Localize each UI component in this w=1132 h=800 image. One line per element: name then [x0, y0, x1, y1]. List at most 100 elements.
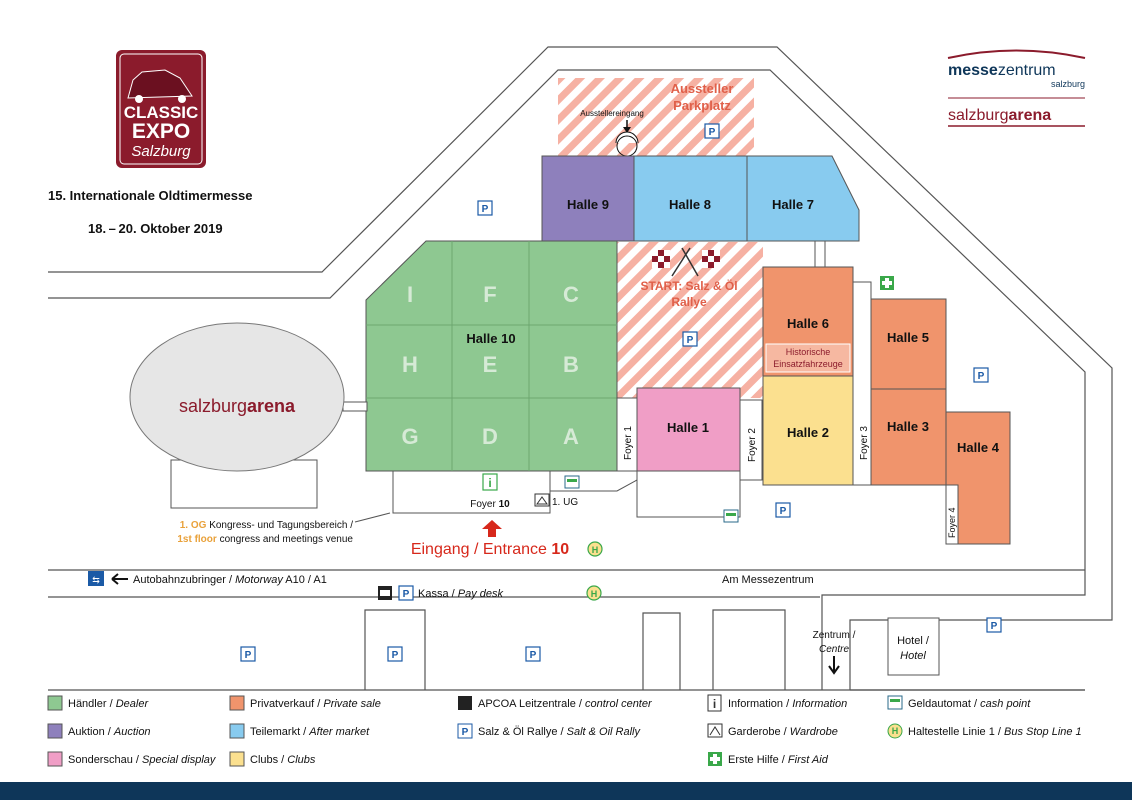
hall-1[interactable]: Halle 1: [636, 387, 741, 472]
kassa-en: Pay desk: [458, 588, 504, 600]
atm-icon: [567, 479, 577, 482]
legend-item-clubs: Clubs / Clubs: [229, 751, 316, 767]
logo-script: Salzburg: [131, 143, 191, 160]
congress-en: congress and meetings venue: [220, 534, 354, 545]
brand-messe-bold: messe: [948, 62, 998, 79]
svg-text:salzburgarena: salzburgarena: [179, 396, 296, 416]
entrance-number: 10: [551, 541, 569, 558]
hall-10[interactable]: I F C H E B G D A Halle 10: [365, 240, 618, 472]
atm-legend-icon: [887, 695, 903, 710]
arrow-left-icon: [111, 573, 128, 585]
arrow-down-icon: [623, 127, 631, 133]
rally-start-area: START: Salz & Öl Rallye: [617, 242, 763, 398]
entrance-10[interactable]: Eingang / Entrance 10 H: [411, 520, 603, 558]
exhibitor-entrance-label: Ausstellereingang: [580, 109, 644, 118]
section-b: B: [563, 352, 579, 377]
kassa-de: Kassa /: [418, 588, 456, 600]
svg-text:Kassa / Pay desk: Kassa / Pay desk: [418, 588, 503, 600]
hall-10-label: Halle 10: [466, 331, 515, 346]
entrance-en: Entrance: [483, 541, 547, 558]
apcoa-legend-icon: [458, 696, 472, 710]
legend-label: Clubs / Clubs: [250, 754, 316, 766]
legend-label: Information / Information: [728, 698, 847, 710]
hall-8-label: Halle 8: [669, 197, 711, 212]
hall-3[interactable]: Halle 3: [870, 388, 947, 486]
hall-6[interactable]: Halle 6 Historische Einsatzfahrzeuge: [762, 266, 854, 377]
legend-item-aftermarket: Teilemarkt / After market: [229, 723, 370, 739]
legend-item-atm: Geldautomat / cash point: [887, 695, 1031, 710]
hall-6-label: Halle 6: [787, 316, 829, 331]
foyer-3: Foyer 3: [852, 281, 872, 486]
classic-expo-logo: CLASSIC EXPO Salzburg: [116, 50, 206, 168]
svg-text:1st floor congress and meeting: 1st floor congress and meetings venue: [177, 534, 353, 545]
info-icon: i: [488, 476, 491, 490]
hall-6-sub-line1: Historische: [786, 347, 831, 357]
parking-icon: [387, 646, 403, 662]
zentrum-de: Zentrum /: [813, 630, 856, 641]
motorway-icon: ⇆: [92, 575, 100, 585]
section-g: G: [401, 424, 418, 449]
checkered-flags-icon: [652, 247, 720, 277]
section-f: F: [483, 282, 496, 307]
congress-de: Kongress- und Tagungsbereich /: [209, 520, 353, 531]
legend-swatch: [229, 751, 245, 767]
motorway-id: A10 / A1: [285, 574, 327, 586]
event-title: 15. Internationale Oldtimermesse: [48, 188, 252, 203]
hall-8[interactable]: Halle 8: [633, 155, 748, 242]
legend-label: Auktion / Auction: [68, 726, 151, 738]
svg-text:messezentrum: messezentrum: [948, 62, 1056, 79]
hotel-de: Hotel /: [897, 635, 930, 647]
legend-label: Erste Hilfe / First Aid: [728, 754, 829, 766]
legend-label: Privatverkauf / Private sale: [250, 698, 381, 710]
road-labels: ⇆ Autobahnzubringer / Motorway A10 / A1 …: [88, 571, 940, 676]
hall-5[interactable]: Halle 5: [870, 298, 947, 390]
logo-line1: CLASSIC: [124, 103, 199, 122]
parking-icon: [477, 200, 493, 216]
hall-4-label: Halle 4: [957, 440, 1000, 455]
congress-og: 1. OG: [180, 520, 207, 531]
entrance-arrow-icon: [482, 520, 502, 537]
hanger-icon: [709, 726, 721, 736]
bus-legend-icon: [887, 723, 903, 739]
ug-label: 1. UG: [552, 497, 578, 508]
legend-swatch: [229, 695, 245, 711]
rally-line2: Rallye: [671, 295, 707, 309]
congress-floor: 1st floor: [177, 534, 217, 545]
section-h: H: [402, 352, 418, 377]
motorway-de: Autobahnzubringer /: [133, 574, 233, 586]
salzburg-arena[interactable]: salzburgarena: [129, 322, 368, 509]
hall-6-sub-line2: Einsatzfahrzeuge: [773, 359, 843, 369]
messezentrum-brand: messezentrum salzburg salzburgarena: [947, 49, 1086, 127]
atm-slot: [890, 699, 900, 702]
hall-1-label: Halle 1: [667, 420, 709, 435]
legend-item-apcoa: APCOA Leitzentrale / control center: [458, 696, 653, 710]
parking-line2: Parkplatz: [673, 98, 731, 113]
section-i: I: [407, 282, 413, 307]
legend-label: Garderobe / Wardrobe: [728, 726, 838, 738]
brand-messe-light: zentrum: [998, 62, 1056, 79]
legend-label: Teilemarkt / After market: [250, 726, 370, 738]
brand-arena-light: salzburg: [948, 107, 1008, 124]
hall-9-label: Halle 9: [567, 197, 609, 212]
svg-text:Foyer 10: Foyer 10: [470, 499, 510, 510]
hall-7[interactable]: Halle 7: [746, 155, 860, 242]
atm-hall1-icon: [726, 513, 736, 516]
arrow-down-centre-icon: [828, 656, 840, 675]
hall-9[interactable]: Halle 9: [541, 155, 635, 242]
section-e: E: [483, 352, 498, 377]
legend-item-wardrobe: Garderobe / Wardrobe: [707, 723, 838, 738]
cross-h: [710, 757, 720, 761]
parking-legend-icon: [457, 723, 473, 739]
bus-stop-icon: H: [592, 545, 599, 555]
bus-legend-glyph: H: [892, 726, 899, 736]
parking-icon: [682, 331, 698, 347]
arena-label-bold: arena: [247, 396, 296, 416]
entrance-de: Eingang: [411, 541, 470, 558]
logo-line2: EXPO: [132, 120, 190, 143]
parking-icon: [986, 617, 1002, 633]
legend-swatch: [229, 723, 245, 739]
hall-2[interactable]: Halle 2: [762, 375, 854, 486]
